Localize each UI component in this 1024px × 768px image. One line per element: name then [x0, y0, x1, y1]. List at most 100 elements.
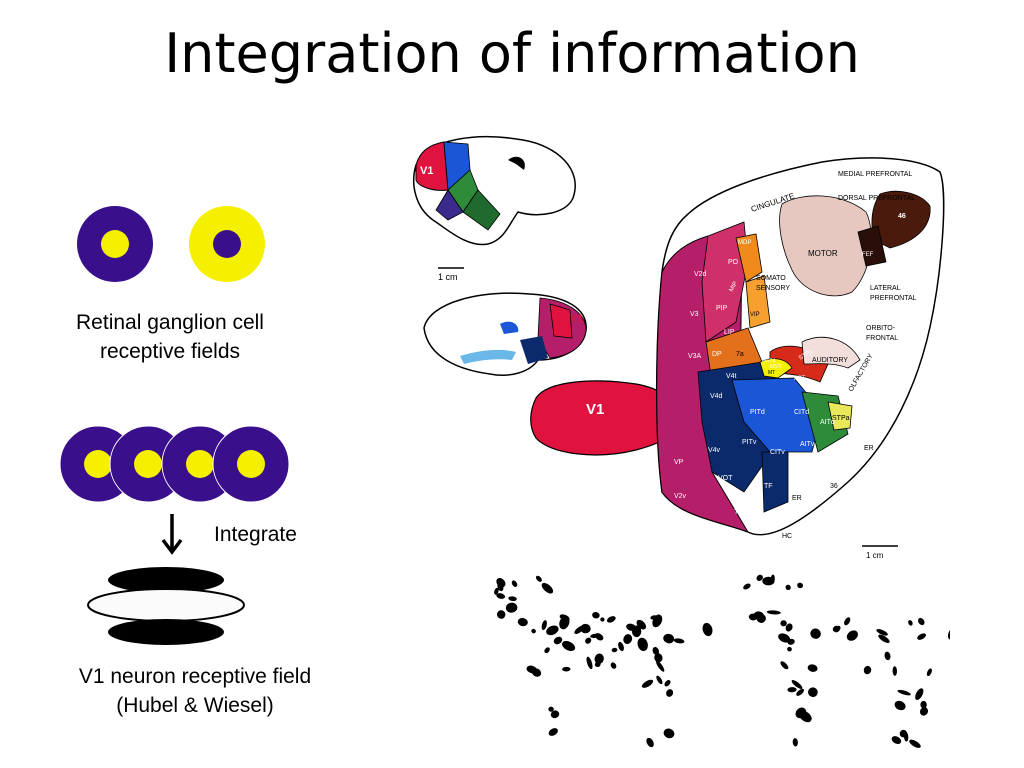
label-36: 36 [830, 483, 838, 490]
dalmatian-spot [531, 628, 536, 634]
dalmatian-spot [654, 653, 663, 663]
retinal-caption-line2: receptive fields [99, 340, 241, 363]
dalmatian-spot [508, 596, 517, 602]
label-somato: SOMATO [756, 275, 786, 282]
label-v2v: V2v [674, 493, 687, 500]
dalmatian-spot [884, 651, 891, 661]
dalmatian-spot [594, 633, 604, 641]
retinal-caption: Retinal ganglion cell receptive fields [40, 308, 300, 366]
down-arrow-icon [161, 514, 183, 555]
off-center-core [213, 230, 241, 258]
dalmatian-spot [795, 707, 807, 719]
label-pip: PIP [716, 305, 728, 312]
integrate-label: Integrate [214, 523, 297, 546]
dalmatian-spot [766, 610, 781, 615]
dalmatian-spot [541, 620, 547, 631]
dalmatian-spot [517, 617, 528, 627]
label-vip: VIP [750, 312, 760, 318]
dalmatian-spot [526, 665, 537, 674]
dalmatian-spot [743, 583, 751, 590]
dalmatian-spot [494, 587, 499, 595]
label-sensory: SENSORY [756, 285, 790, 292]
label-prefrontal: PREFRONTAL [870, 295, 917, 302]
label-lip: LIP [724, 329, 735, 336]
dalmatian-spot [787, 646, 792, 652]
label-mstd: MSTd [762, 358, 776, 364]
dalmatian-spot [496, 578, 506, 588]
dalmatian-spot [894, 700, 906, 711]
dalmatian-spot [626, 623, 637, 631]
dalmatian-spot [600, 617, 605, 622]
dalmatian-spot [636, 619, 647, 630]
label-motor: MOTOR [808, 249, 838, 258]
dalmatian-spot [846, 630, 858, 641]
v1-caption-line2: (Hubel & Wiesel) [116, 694, 274, 717]
dalmatian-spot [909, 739, 921, 748]
dalmatian-spot [892, 666, 898, 676]
v1-receptive-field [87, 567, 245, 645]
dalmatian-spot [780, 661, 789, 670]
dalmatian-illustration [494, 574, 950, 748]
dalmatian-spot [787, 687, 797, 693]
label-46: 46 [898, 213, 906, 220]
dalmatian-spot [920, 700, 927, 709]
label-pitd: PITd [750, 409, 765, 416]
dalmatian-spot [897, 689, 911, 696]
dalmatian-spot [810, 628, 821, 639]
dalmatian-spot [915, 688, 924, 700]
slide-title: Integration of information [164, 22, 860, 85]
dalmatian-spot [908, 620, 913, 626]
label-v3: V3 [690, 311, 699, 318]
dalmatian-spot [574, 625, 585, 634]
label-hc: HC [782, 533, 792, 540]
scale-label-1: 1 cm [438, 272, 458, 280]
label-v2d: V2d [694, 271, 707, 278]
field-4 [212, 425, 290, 503]
label-stpa: STPa [832, 415, 850, 422]
label-dp: DP [712, 351, 722, 358]
dalmatian-spot [656, 675, 663, 685]
dalmatian-spot [559, 615, 570, 630]
dalmatian-spot [663, 728, 675, 739]
dalmatian-spot [796, 688, 804, 696]
v1-label-big: V1 [586, 401, 604, 418]
dalmatian-spot [791, 680, 803, 689]
label-medial-prefrontal: MEDIAL PREFRONTAL [838, 171, 912, 178]
dalmatian-spot [637, 637, 648, 652]
v1-caption-line1: V1 neuron receptive field [78, 665, 312, 688]
medial-brain-diagram: V1 [423, 292, 587, 376]
dalmatian-spot [878, 634, 890, 644]
dalmatian-spot [663, 633, 675, 644]
dalmatian-spot [562, 666, 571, 672]
dalmatian-spot [618, 641, 624, 652]
dalmatian-spot [650, 615, 658, 620]
dalmatian-spot [505, 602, 518, 613]
on-center-core [101, 230, 129, 258]
dalmatian-spot [592, 611, 600, 619]
dalmatian-spot [785, 584, 791, 591]
dalmatian-spot [553, 636, 563, 645]
label-mstl: MSTl [770, 364, 782, 370]
dalmatian-spot [917, 633, 926, 640]
dalmatian-spot [844, 617, 851, 626]
dalmatian-spot [562, 641, 576, 651]
dalmatian-spot [797, 582, 804, 589]
dalmatian-spot [702, 622, 713, 637]
inhibitory-bottom [108, 619, 224, 645]
dalmatian-spot [919, 707, 929, 716]
label-mdp: MDP [738, 240, 751, 246]
lateral-brain-diagram: V1 1 cm [413, 135, 576, 280]
dalmatian-spot [891, 736, 902, 745]
dalmatian-spot [947, 627, 950, 640]
v1-label-small-2: V1 [570, 313, 583, 325]
dalmatian-spot [585, 637, 592, 644]
dalmatian-spot [785, 623, 793, 632]
dalmatian-spot [550, 710, 560, 719]
dalmatian-spot [546, 625, 559, 636]
dalmatian-spot [652, 646, 660, 656]
dalmatian-spot [535, 575, 542, 582]
label-auditory: AUDITORY [812, 357, 848, 364]
label-er-1: ER [864, 445, 874, 452]
dalmatian-spot [780, 620, 787, 627]
cortex-flatmap: CINGULATE MEDIAL PREFRONTAL DORSAL PREFR… [655, 157, 945, 560]
